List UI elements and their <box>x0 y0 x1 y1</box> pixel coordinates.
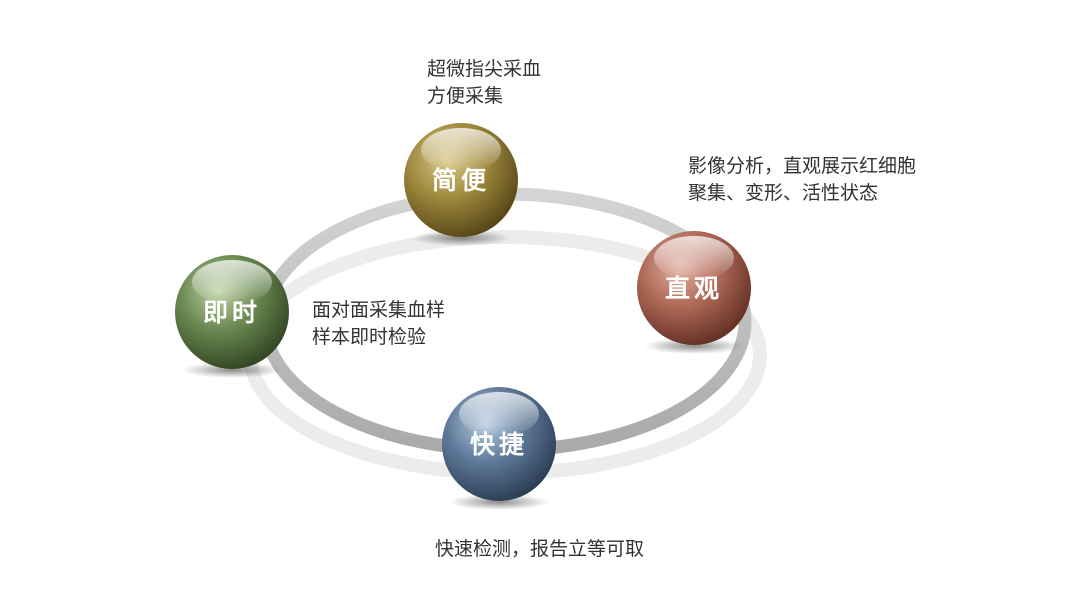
sphere-label-jianbian: 简便 <box>432 166 490 195</box>
sphere-label-jishi: 即时 <box>203 298 261 327</box>
description-line: 样本即时检验 <box>312 326 427 348</box>
description-line: 超微指尖采血 <box>427 58 542 80</box>
sphere-label-kuaijie: 快捷 <box>470 430 528 459</box>
description-zhiguan: 影像分析，直观展示红细胞 聚集、变形、活性状态 <box>688 153 916 207</box>
description-line: 影像分析，直观展示红细胞 <box>688 155 917 177</box>
description-kuaijie: 快速检测，报告立等可取 <box>435 536 644 563</box>
description-line: 快速检测，报告立等可取 <box>435 538 645 560</box>
description-line: 面对面采集血样 <box>312 299 446 321</box>
sphere-jishi: 即时 <box>175 255 289 378</box>
sphere-kuaijie: 快捷 <box>442 387 556 510</box>
sphere-label-zhiguan: 直观 <box>665 274 723 303</box>
description-line: 方便采集 <box>427 85 504 107</box>
description-jianbian: 超微指尖采血 方便采集 <box>427 56 541 110</box>
sphere-zhiguan: 直观 <box>637 231 751 354</box>
sphere-jianbian: 简便 <box>404 123 518 246</box>
description-jishi: 面对面采集血样 样本即时检验 <box>312 297 445 351</box>
description-line: 聚集、变形、活性状态 <box>688 182 879 204</box>
